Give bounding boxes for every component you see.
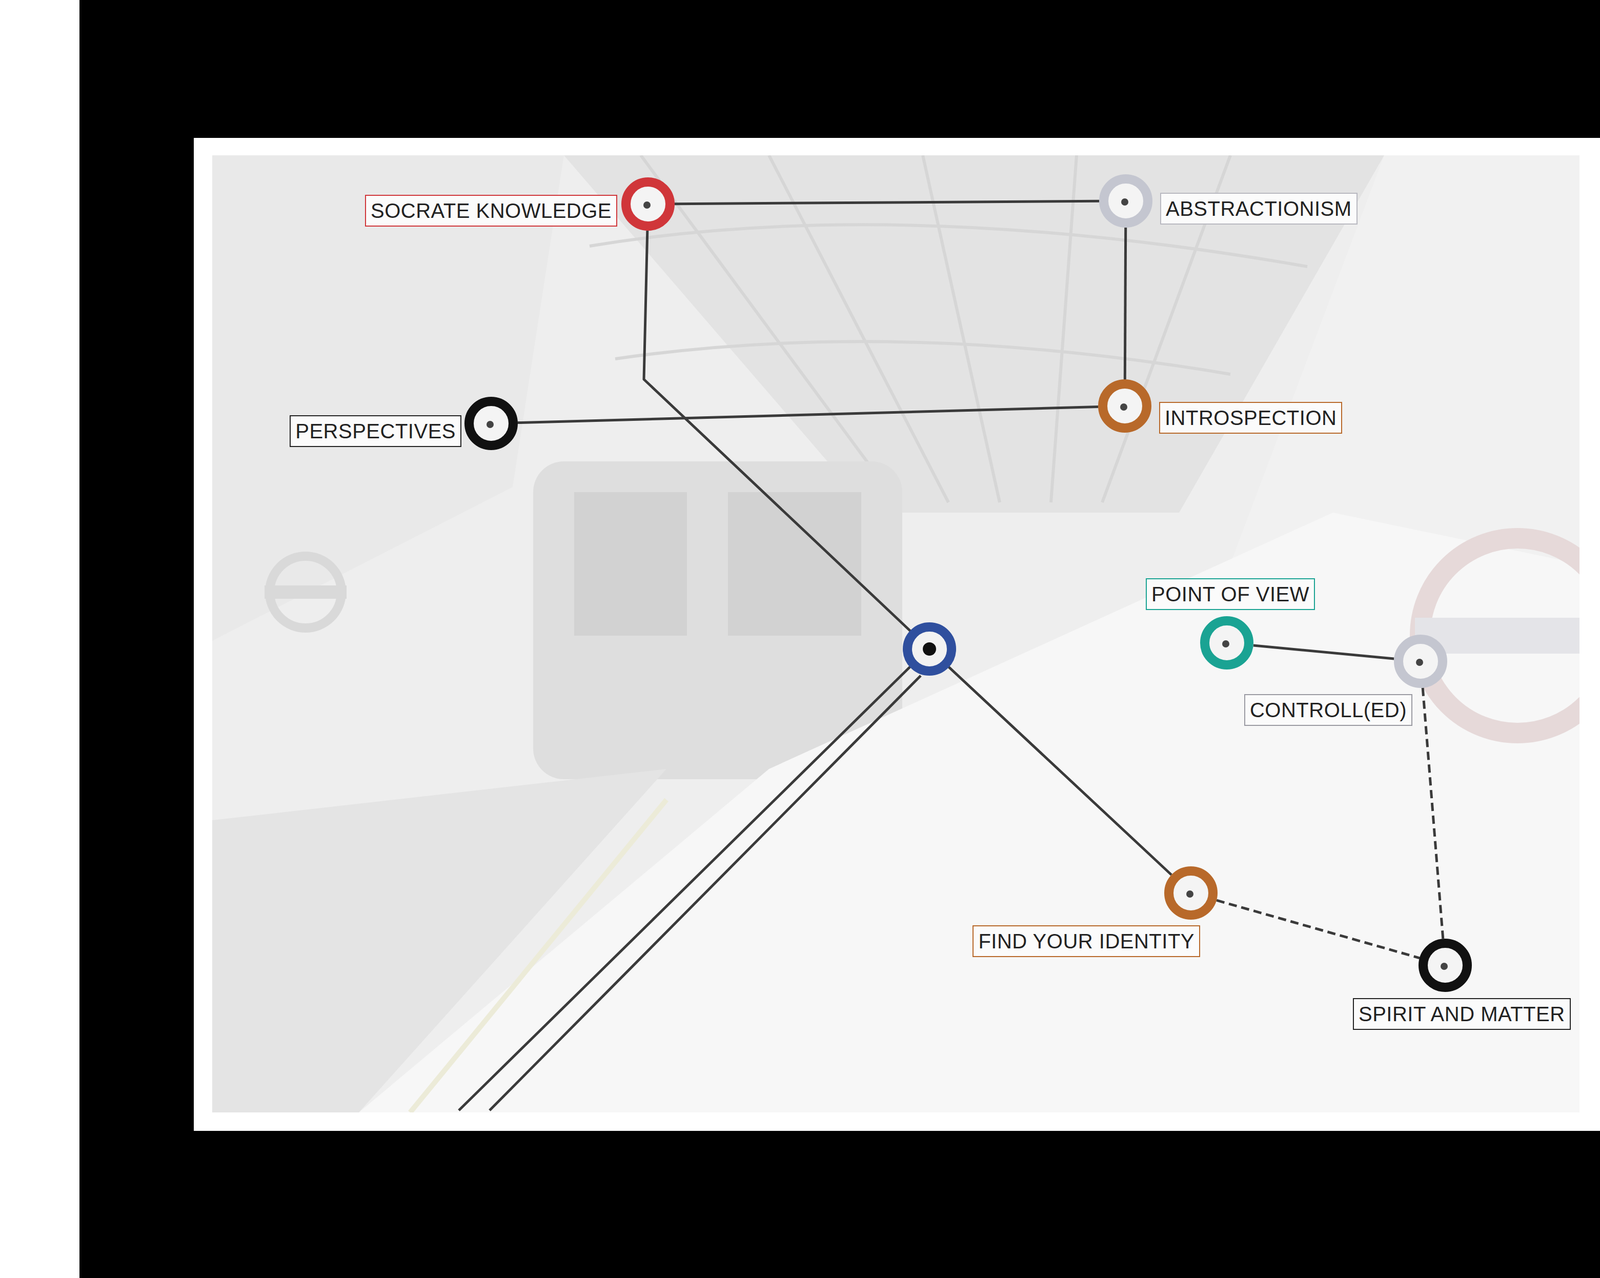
station-ring bbox=[1098, 379, 1152, 433]
station-ring bbox=[1099, 174, 1153, 228]
station-node: SOCRATE KNOWLEDGE bbox=[621, 177, 675, 231]
junction-dot bbox=[922, 642, 937, 656]
track-connector bbox=[1253, 645, 1394, 659]
station-ring bbox=[464, 396, 518, 451]
station-label: SPIRIT AND MATTER bbox=[1352, 998, 1571, 1030]
station-label: ABSTRACTIONISM bbox=[1160, 192, 1358, 225]
station-node: INTROSPECTION bbox=[1098, 379, 1152, 433]
station-ring bbox=[1393, 634, 1448, 688]
track-connector bbox=[517, 406, 1099, 423]
station-node: ABSTRACTIONISM bbox=[1099, 174, 1153, 228]
track-connector bbox=[674, 200, 1100, 204]
station-node: FIND YOUR IDENTITY bbox=[1164, 866, 1218, 920]
track-lines bbox=[458, 665, 921, 1111]
station-label: PERSPECTIVES bbox=[289, 415, 462, 448]
station-label: CONTROLL(ED) bbox=[1244, 694, 1413, 726]
station-label: INTROSPECTION bbox=[1159, 401, 1343, 434]
station-label: FIND YOUR IDENTITY bbox=[972, 925, 1201, 958]
track-connector bbox=[643, 230, 1172, 876]
station-node: CONTROLL(ED) bbox=[1393, 634, 1448, 688]
junction-ring bbox=[907, 626, 952, 672]
station-node: SPIRIT AND MATTER bbox=[1418, 938, 1472, 992]
track-connector bbox=[1422, 687, 1444, 939]
station-ring bbox=[1164, 866, 1218, 920]
station-ring bbox=[621, 177, 675, 231]
track-connector bbox=[1124, 227, 1126, 380]
station-label: POINT OF VIEW bbox=[1145, 578, 1315, 611]
station-ring bbox=[1418, 938, 1472, 992]
station-label: SOCRATE KNOWLEDGE bbox=[365, 194, 618, 227]
station-ring bbox=[1200, 616, 1254, 670]
track-connector bbox=[1216, 900, 1420, 959]
station-node: PERSPECTIVES bbox=[464, 396, 518, 451]
station-node: POINT OF VIEW bbox=[1200, 616, 1254, 670]
